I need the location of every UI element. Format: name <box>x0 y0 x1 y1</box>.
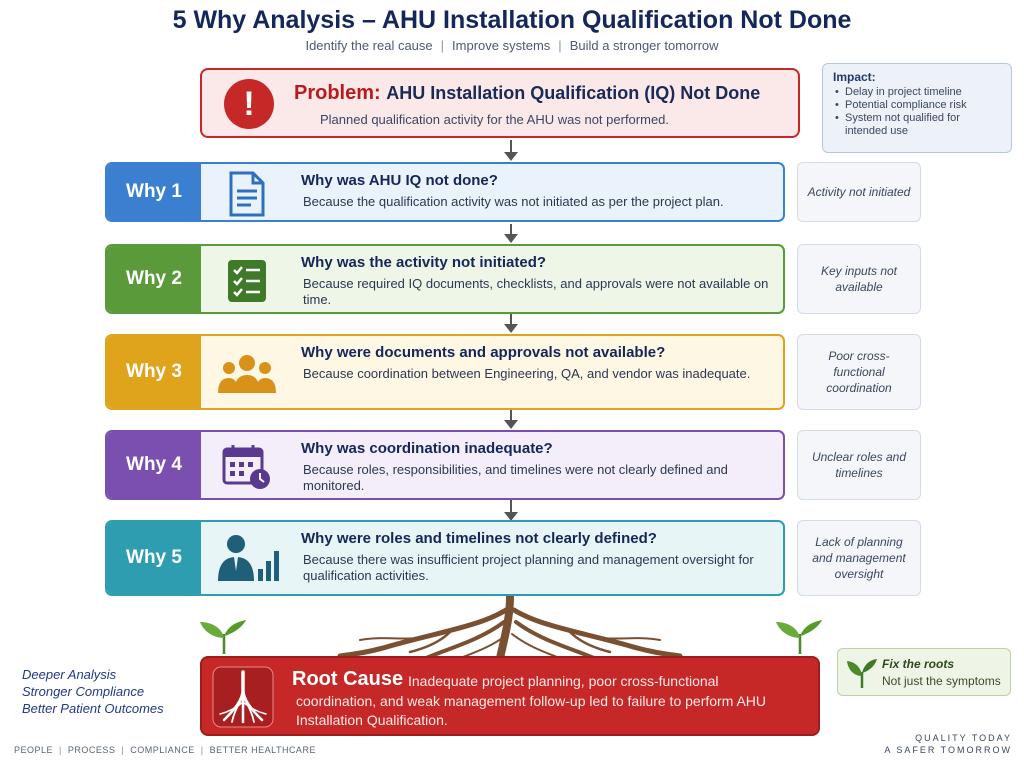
why-tag: Why 2 <box>107 246 201 312</box>
why-question: Why was coordination inadequate? <box>301 440 553 457</box>
checklist-icon <box>219 255 275 307</box>
flow-arrow <box>504 224 518 243</box>
calendar-clock-icon <box>219 441 275 493</box>
why-question: Why was AHU IQ not done? <box>301 172 498 189</box>
subtitle: Identify the real cause|Improve systems|… <box>305 38 719 53</box>
root-cause-label: Root Cause <box>292 668 404 690</box>
problem-heading: Problem: AHU Installation Qualification … <box>294 82 760 105</box>
why-tag: Why 3 <box>107 336 201 408</box>
why-tag: Why 1 <box>107 164 201 220</box>
why-answer: Because roles, responsibilities, and tim… <box>303 462 728 493</box>
why-question: Why was the activity not initiated? <box>301 254 547 271</box>
root-cause-box: Root Cause Inadequate project planning, … <box>200 656 820 736</box>
why-4-box: Why 4 Why was coordination inadequate? B… <box>105 430 785 500</box>
plant-icon <box>847 659 877 688</box>
impact-item: System not qualified for intended use <box>835 112 1001 138</box>
impact-list: Delay in project timeline Potential comp… <box>833 86 1001 138</box>
problem-text: AHU Installation Qualification (IQ) Not … <box>386 83 761 103</box>
root-cause-text: Inadequate project planning, poor cross-… <box>408 673 719 689</box>
why-summary: Lack of planning and management oversigh… <box>797 520 921 596</box>
fix-heading: Fix the roots <box>882 657 955 671</box>
roots-icon <box>212 666 274 728</box>
why-question: Why were documents and approvals not ava… <box>301 344 666 361</box>
slogan-line: QUALITY TODAY <box>915 733 1012 743</box>
why-answer: Because coordination between Engineering… <box>303 366 751 381</box>
roots-illustration <box>337 596 683 660</box>
seedling-icon <box>776 620 822 654</box>
footer-item: BETTER HEALTHCARE <box>209 745 316 755</box>
why-tag: Why 5 <box>107 522 201 594</box>
document-icon <box>219 168 275 220</box>
flow-arrow <box>504 410 518 429</box>
footer-item: COMPLIANCE <box>130 745 195 755</box>
flow-arrow <box>504 314 518 333</box>
why-answer: Because required IQ documents, checklist… <box>303 276 769 307</box>
flow-arrow <box>504 140 518 161</box>
fix-roots-box: Fix the roots Not just the symptoms <box>837 648 1011 696</box>
flow-arrow <box>504 500 518 521</box>
problem-label: Problem: <box>294 82 381 104</box>
why-2-box: Why 2 Why was the activity not initiated… <box>105 244 785 314</box>
impact-heading: Impact: <box>833 70 876 84</box>
why-summary: Poor cross-functional coordination <box>797 334 921 410</box>
subtitle-item: Improve systems <box>452 38 551 53</box>
why-5-box: Why 5 Why were roles and timelines not c… <box>105 520 785 596</box>
why-summary: Unclear roles and timelines <box>797 430 921 500</box>
why-summary: Activity not initiated <box>797 162 921 222</box>
impact-box: Impact: Delay in project timeline Potent… <box>822 63 1012 153</box>
outcomes-note: Deeper Analysis Stronger Compliance Bett… <box>22 666 164 717</box>
why-summary: Key inputs not available <box>797 244 921 314</box>
subtitle-item: Build a stronger tomorrow <box>569 38 719 53</box>
why-tag: Why 4 <box>107 432 201 498</box>
footer-item: PEOPLE <box>14 745 54 755</box>
outcome-line: Stronger Compliance <box>22 684 145 699</box>
root-cause-text-continued: coordination, and weak management follow… <box>296 693 767 728</box>
impact-item: Potential compliance risk <box>835 99 1001 112</box>
footer-tags: PEOPLE|PROCESS|COMPLIANCE|BETTER HEALTHC… <box>14 745 316 755</box>
slogan-line: A SAFER TOMORROW <box>884 745 1012 755</box>
footer-item: PROCESS <box>67 745 116 755</box>
why-answer: Because there was insufficient project p… <box>303 552 754 583</box>
quality-slogan: QUALITY TODAY A SAFER TOMORROW <box>884 732 1012 756</box>
seedling-icon <box>200 620 246 654</box>
problem-description: Planned qualification activity for the A… <box>320 112 670 127</box>
alert-icon: ! <box>224 79 274 129</box>
fix-subtext: Not just the symptoms <box>882 674 1001 688</box>
outcome-line: Better Patient Outcomes <box>22 701 164 716</box>
why-1-box: Why 1 Why was AHU IQ not done? Because t… <box>105 162 785 222</box>
team-icon <box>215 348 279 400</box>
impact-item: Delay in project timeline <box>835 86 1001 99</box>
manager-chart-icon <box>215 532 281 584</box>
subtitle-item: Identify the real cause <box>305 38 433 53</box>
page-title: 5 Why Analysis – AHU Installation Qualif… <box>172 6 852 34</box>
outcome-line: Deeper Analysis <box>22 667 117 682</box>
why-3-box: Why 3 Why were documents and approvals n… <box>105 334 785 410</box>
problem-box: ! Problem: AHU Installation Qualificatio… <box>200 68 800 138</box>
why-question: Why were roles and timelines not clearly… <box>301 530 657 547</box>
why-answer: Because the qualification activity was n… <box>303 194 724 209</box>
